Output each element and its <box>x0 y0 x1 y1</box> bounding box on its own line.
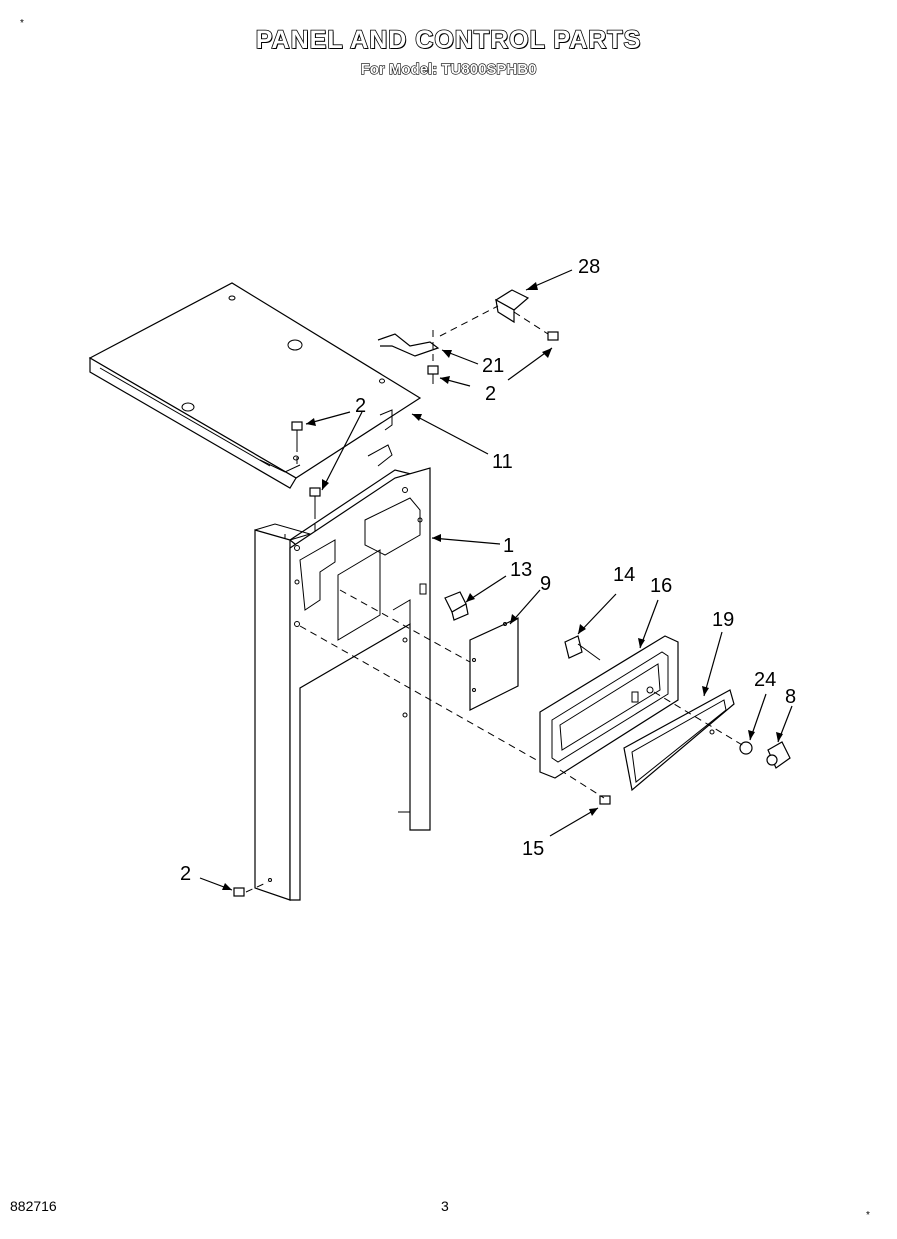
part-11-top-plate[interactable] <box>88 282 422 489</box>
page-title: PANEL AND CONTROL PARTS <box>255 25 642 55</box>
leader-arrow <box>321 411 363 491</box>
screw-icon <box>547 331 559 341</box>
assembly-line <box>245 881 269 893</box>
callout-14: 14 <box>613 564 635 586</box>
page-number: 3 <box>441 1198 449 1214</box>
callout-28: 28 <box>578 256 600 278</box>
doc-number: 882716 <box>10 1198 57 1214</box>
callout-2-bottom: 2 <box>180 863 191 885</box>
screw-icon <box>233 887 245 897</box>
part-13-switch[interactable] <box>444 591 469 621</box>
part-19-overlay[interactable] <box>623 689 735 792</box>
part-1-console-panel[interactable] <box>254 444 431 901</box>
assembly-line <box>653 691 745 747</box>
callout-16: 16 <box>650 575 672 597</box>
screw-icon <box>309 487 321 512</box>
assembly-line <box>513 311 549 335</box>
callout-13: 13 <box>510 559 532 581</box>
callout-2-mid: 2 <box>355 395 366 417</box>
leader-arrow <box>411 413 489 455</box>
assembly-line <box>339 589 471 663</box>
callout-1: 1 <box>503 535 514 557</box>
screw-icon <box>291 421 303 445</box>
assembly-line <box>439 305 499 337</box>
callout-19: 19 <box>712 609 734 631</box>
callout-21: 21 <box>482 355 504 377</box>
leader-arrow <box>431 537 501 545</box>
callout-15: 15 <box>522 838 544 860</box>
part-14-connector[interactable] <box>564 635 601 661</box>
assembly-line <box>559 769 605 799</box>
part-16-control-frame[interactable] <box>539 635 679 779</box>
model-subtitle: For Model: TU800SPHB0 <box>360 60 537 78</box>
corner-mark-top-left: * <box>20 18 24 29</box>
leader-arrow <box>577 593 617 635</box>
arrow-heads <box>222 282 783 890</box>
assembly-line <box>299 625 541 763</box>
callout-11: 11 <box>492 451 513 473</box>
part-8-knob[interactable] <box>766 741 791 769</box>
corner-mark-bottom-right: * <box>866 1210 870 1221</box>
leader-arrow <box>703 631 723 697</box>
screw-icon <box>599 795 611 805</box>
part-21-bracket[interactable] <box>377 333 440 357</box>
part-28-clip[interactable] <box>494 289 530 324</box>
callout-24: 24 <box>754 669 776 691</box>
screw-icon <box>427 365 439 384</box>
part-24-spacer[interactable] <box>739 741 753 755</box>
callout-9: 9 <box>540 573 551 595</box>
leader-arrow <box>549 807 599 837</box>
callout-2-top: 2 <box>485 383 496 405</box>
callout-8: 8 <box>785 686 796 708</box>
part-9-cover-plate[interactable] <box>469 617 519 711</box>
